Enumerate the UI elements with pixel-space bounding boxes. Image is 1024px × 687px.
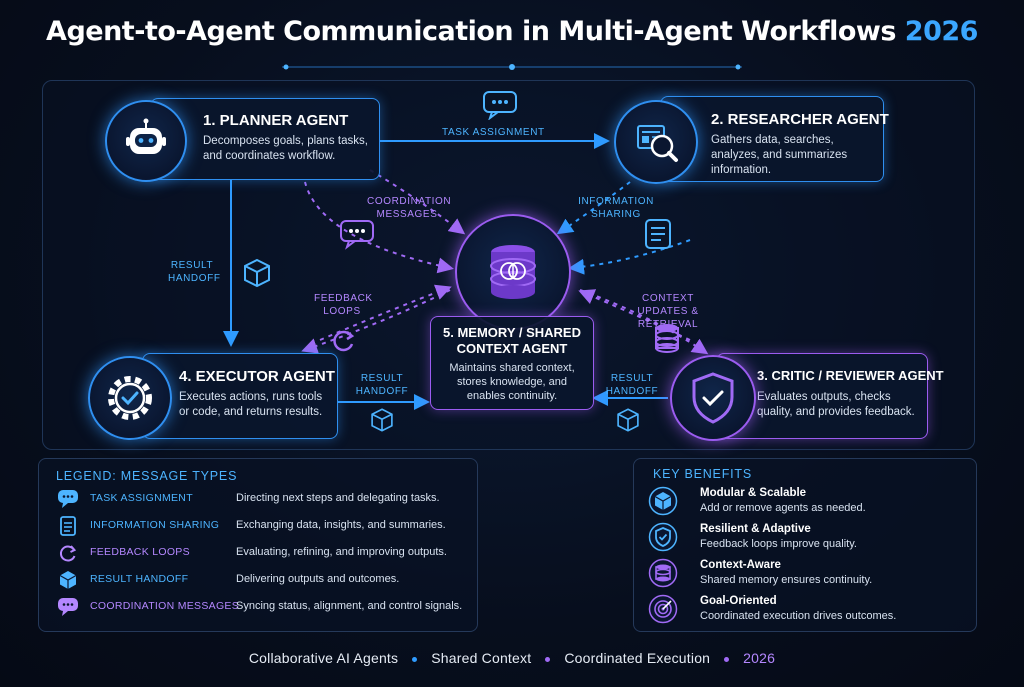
database-icon <box>648 558 678 588</box>
result-handoff-critic-label: RESULT HANDOFF <box>605 373 659 397</box>
magnifier-document-icon <box>637 125 678 162</box>
footer-item: Collaborative AI Agents <box>248 650 399 666</box>
memory-agent-desc: Maintains shared context, stores knowled… <box>449 362 575 402</box>
document-icon <box>57 515 79 537</box>
legend-title: LEGEND: MESSAGE TYPES <box>56 469 238 483</box>
benefit-desc: Shared memory ensures continuity. <box>700 574 873 586</box>
target-icon <box>648 594 678 624</box>
footer-year: 2026 <box>743 650 776 666</box>
title-main: Agent-to-Agent Communication in Multi-Ag… <box>46 16 896 47</box>
benefit-name: Context-Aware <box>700 559 781 571</box>
benefit-name: Modular & Scalable <box>700 487 807 499</box>
shield-check-icon <box>692 372 734 424</box>
planner-agent-desc: Decomposes goals, plans tasks, and coord… <box>203 135 368 162</box>
legend-item: RESULT HANDOFF Delivering outputs and out… <box>39 568 477 592</box>
executor-agent-card: 4. EXECUTOR AGENT Executes actions, runs… <box>142 353 338 439</box>
critic-agent-title: 3. CRITIC / REVIEWER AGENT <box>757 368 944 383</box>
benefit-name: Resilient & Adaptive <box>700 523 811 535</box>
footer-item: Coordinated Execution <box>564 650 711 666</box>
result-cube-icon-left <box>244 258 270 288</box>
coordination-chat-icon <box>340 220 374 250</box>
executor-agent-title: 4. EXECUTOR AGENT <box>179 368 335 385</box>
researcher-agent-title: 2. RESEARCHER AGENT <box>711 111 889 128</box>
executor-orb <box>88 356 172 440</box>
memory-agent-title: 5. MEMORY / SHARED CONTEXT AGENT <box>443 325 581 356</box>
researcher-orb <box>614 100 698 184</box>
researcher-agent-desc: Gathers data, searches, analyzes, and su… <box>711 134 848 176</box>
footer-item: Shared Context <box>431 650 532 666</box>
legend-panel: LEGEND: MESSAGE TYPES TASK ASSIGNMENT Dir… <box>38 458 478 632</box>
benefit-desc: Add or remove agents as needed. <box>700 502 866 514</box>
result-handoff-left-label: RESULT HANDOFF <box>168 260 221 284</box>
planner-agent-title: 1. PLANNER AGENT <box>203 112 349 129</box>
refresh-icon <box>57 542 79 564</box>
database-brain-icon <box>490 245 536 299</box>
result-cube-icon-exec <box>371 408 393 432</box>
memory-agent-card: 5. MEMORY / SHARED CONTEXT AGENT Maintai… <box>430 316 594 410</box>
shield-check-icon <box>648 522 678 552</box>
result-cube-icon-critic <box>617 408 639 432</box>
executor-agent-desc: Executes actions, runs tools or code, an… <box>179 391 323 418</box>
footer-dot <box>724 656 730 662</box>
legend-item-desc: Syncing status, alignment, and control s… <box>236 600 463 612</box>
legend-item: INFORMATION SHARING Exchanging data, insi… <box>39 514 477 538</box>
footer-dot <box>412 656 418 662</box>
legend-item-name: FEEDBACK LOOPS <box>90 546 190 558</box>
coordination-messages-label: COORDINATION MESSAGES <box>367 196 452 220</box>
chat-bubble-icon <box>57 596 79 618</box>
legend-item-name: COORDINATION MESSAGES <box>90 600 240 612</box>
benefit-desc: Coordinated execution drives outcomes. <box>700 610 897 622</box>
task-chat-icon <box>483 91 517 120</box>
legend-item-name: TASK ASSIGNMENT <box>90 492 193 504</box>
critic-orb <box>670 355 756 441</box>
cube-icon <box>57 569 79 591</box>
information-document-icon <box>645 219 671 249</box>
benefit-name: Goal-Oriented <box>700 595 777 607</box>
legend-item-desc: Exchanging data, insights, and summaries… <box>236 519 446 531</box>
feedback-loops-label: FEEDBACK LOOPS <box>314 293 373 317</box>
chat-bubble-icon <box>57 488 79 510</box>
planner-agent-card: 1. PLANNER AGENT Decomposes goals, plans… <box>150 98 380 180</box>
information-sharing-label: INFORMATION SHARING <box>578 196 654 220</box>
cube-icon <box>648 486 678 516</box>
benefits-title: KEY BENEFITS <box>653 467 752 481</box>
legend-item-name: RESULT HANDOFF <box>90 573 189 585</box>
page-title: Agent-to-Agent Communication in Multi-Ag… <box>0 16 1024 47</box>
benefit-desc: Feedback loops improve quality. <box>700 538 857 550</box>
title-divider <box>282 64 742 70</box>
context-database-icon <box>655 324 679 353</box>
legend-item-desc: Directing next steps and delegating task… <box>236 492 440 504</box>
legend-item: FEEDBACK LOOPS Evaluating, refining, and … <box>39 541 477 565</box>
footer-dot <box>545 656 551 662</box>
legend-item: TASK ASSIGNMENT Directing next steps and … <box>39 487 477 511</box>
gear-check-icon <box>108 376 152 420</box>
legend-item-desc: Evaluating, refining, and improving outp… <box>236 546 447 558</box>
memory-orb <box>455 214 571 330</box>
result-handoff-exec-label: RESULT HANDOFF <box>355 373 409 397</box>
feedback-refresh-icon <box>333 330 355 352</box>
critic-agent-desc: Evaluates outputs, checks quality, and p… <box>757 391 915 418</box>
title-year: 2026 <box>904 16 979 47</box>
task-assignment-label: TASK ASSIGNMENT <box>442 127 545 138</box>
legend-item-desc: Delivering outputs and outcomes. <box>236 573 400 585</box>
legend-item-name: INFORMATION SHARING <box>90 519 220 531</box>
footer: Collaborative AI Agents Shared Context Coo… <box>0 650 1024 666</box>
planner-orb <box>105 100 187 182</box>
robot-icon <box>126 118 166 154</box>
